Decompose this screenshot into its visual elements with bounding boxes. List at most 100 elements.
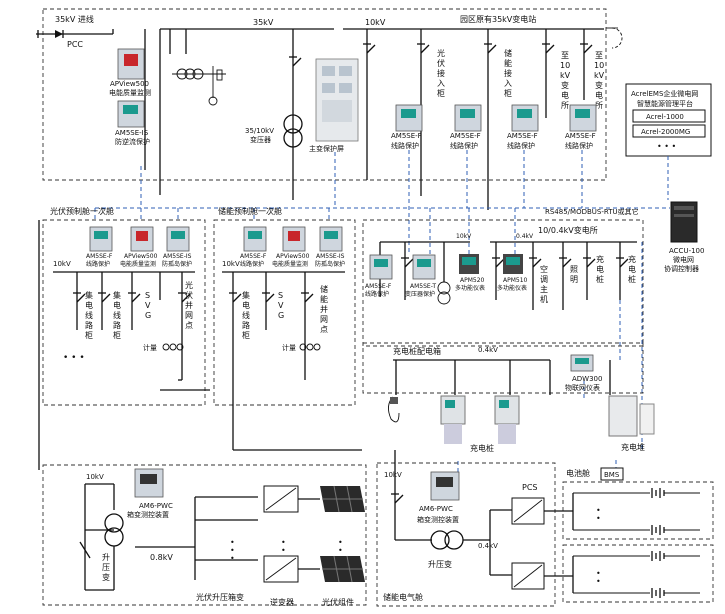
pv-panel-title: 光伏预制舱一次舱 (50, 206, 114, 216)
charge-bus-label: 0.4kV (478, 346, 498, 354)
pv-step-trans-label: 升压变 (102, 553, 110, 582)
pv-dev-2-label-1: APView500 (124, 253, 158, 260)
charge-box-frame (362, 342, 644, 394)
lv-f4-label: 充电桩 (628, 254, 636, 284)
es-cabin-bus: 10kV (384, 471, 402, 479)
es-f3-label: 储能并网点 (320, 284, 328, 334)
pv-f1-label: 集电线路柜 (85, 290, 93, 340)
pv-dev-3-label-1: AM5SE-IS (163, 253, 192, 260)
es-dev-1-label-2: 线路保护 (240, 260, 264, 268)
lv-f1-label: 空调主机 (540, 264, 548, 304)
es-dev-3-label-2: 防孤岛保护 (315, 260, 345, 268)
charge-pile-1 (440, 395, 466, 444)
pv-dev-2 (130, 226, 154, 252)
pv-dots: • • • (63, 353, 85, 363)
module-label: 光伏组件 (322, 597, 354, 607)
es-cab-label: 储能接入柜 (504, 48, 512, 98)
accu-device (670, 201, 698, 243)
pv-dev-2-label-2: 电能质量监测 (120, 260, 156, 268)
es-meter-label: 计量 (282, 343, 296, 352)
substation-label: 园区原有35kV变电站 (460, 14, 536, 24)
am5se-is-top-label-1: AM5SE-IS (115, 129, 149, 137)
es-f1-label: 集电线路柜 (242, 290, 250, 340)
pv-f4-label: 光伏并网点 (185, 280, 193, 330)
battery-frame-2 (562, 544, 714, 603)
platform-item-1: Acrel-1000 (646, 113, 684, 121)
platform-dots: • • • (657, 142, 676, 151)
es-dev-2 (282, 226, 306, 252)
es-cabin-dev-2: 箱变测控装置 (417, 515, 459, 524)
pv-step-dots: • (230, 538, 235, 547)
transformer-label-2: 变压器 (250, 135, 271, 144)
pv-dev-3 (166, 226, 190, 252)
lv-dev-1 (369, 254, 393, 280)
line-prot-1-label-1: AM5SE-F (391, 132, 422, 140)
pv-step-bus: 10kV (86, 473, 104, 481)
es-cabin-dev-1: AM6-PWC (419, 505, 453, 513)
apview-top-device (117, 48, 145, 80)
lv-dev-2-label-1: AM5SE-T (410, 283, 436, 290)
pv-step-device (134, 468, 164, 498)
apview-top-label-1: APView500 (110, 80, 149, 88)
am5se-is-top-label-2: 防逆流保护 (115, 137, 150, 146)
inverter-label: 逆变器 (270, 597, 294, 607)
platform-title-1: AcrelEMS企业微电网 (631, 89, 698, 98)
pv-step-title: 光伏升压箱变 (196, 592, 244, 602)
line-prot-1-label-2: 线路保护 (391, 141, 419, 150)
es-dev-1-label-1: AM5SE-F (240, 253, 267, 260)
incoming-label: 35kV 进线 (55, 14, 94, 24)
lv-dev-4 (503, 254, 523, 274)
main-protect-label: 主变保护屏 (309, 144, 344, 153)
lv-bus04-label: 0.4kV (516, 233, 534, 240)
bat-dots-4: • (596, 577, 601, 586)
es-cabin-frame (376, 462, 556, 607)
am5se-is-top-device (117, 100, 145, 128)
pv-step-dev-2: 箱变测控装置 (127, 510, 169, 519)
lv-dev-3-label-1: APM520 (460, 277, 485, 284)
es-cabin-lv: 0.4kV (478, 542, 498, 550)
charge-box-label: 充电桩配电箱 (393, 346, 441, 356)
lv-dev-1-label-1: AM5SE-F (365, 283, 392, 290)
pcc-label: PCC (67, 40, 83, 49)
bus-10kv-label: 10kV (365, 18, 386, 27)
line-prot-4-label-2: 线路保护 (565, 141, 593, 150)
line-prot-2-label-1: AM5SE-F (450, 132, 481, 140)
es-dev-2-label-1: APView500 (276, 253, 310, 260)
lv-dev-4-label-1: APM510 (503, 277, 528, 284)
adw-label-1: ADW300 (572, 375, 602, 383)
adw300-device (570, 354, 594, 372)
charge-stack (608, 395, 655, 437)
lv-f2-label: 照明 (570, 265, 578, 284)
battery-title: 电池舱 (566, 468, 590, 478)
mod-dots-2: • (338, 546, 343, 555)
main-protect-cabinet (315, 58, 359, 142)
platform-title-2: 智慧能源管理平台 (637, 99, 693, 108)
accu-label-3: 协调控制器 (664, 264, 699, 273)
transformer-label-1: 35/10kV (245, 127, 274, 135)
bat-dots-2: • (596, 514, 601, 523)
charge-pile-2 (494, 395, 520, 444)
lv-sub-title: 10/0.4kV变电所 (538, 225, 598, 235)
lv-dev-2-label-2: 变压器保护 (405, 290, 435, 298)
lv-dev-1-label-2: 线路保护 (365, 290, 389, 298)
pv-step-dots-2: • (230, 546, 235, 555)
lv-dev-2 (412, 254, 436, 280)
battery-icon (651, 488, 665, 598)
pv-step-dots-3: • (230, 554, 235, 563)
pv-step-lv: 0.8kV (150, 553, 173, 562)
es-dev-3 (319, 226, 343, 252)
es-dev-1 (243, 226, 267, 252)
pv-dev-1 (89, 226, 113, 252)
es-cabin-device (430, 471, 460, 501)
substation-frame (42, 8, 607, 181)
bus-35kv-label: 35kV (253, 18, 274, 27)
line-prot-1 (395, 104, 423, 132)
pcs-label: PCS (522, 483, 538, 492)
pcc-arrow-icon (55, 30, 63, 38)
es-panel-title: 储能预制舱一次舱 (218, 206, 282, 216)
line-prot-3-label-2: 线路保护 (507, 141, 535, 150)
